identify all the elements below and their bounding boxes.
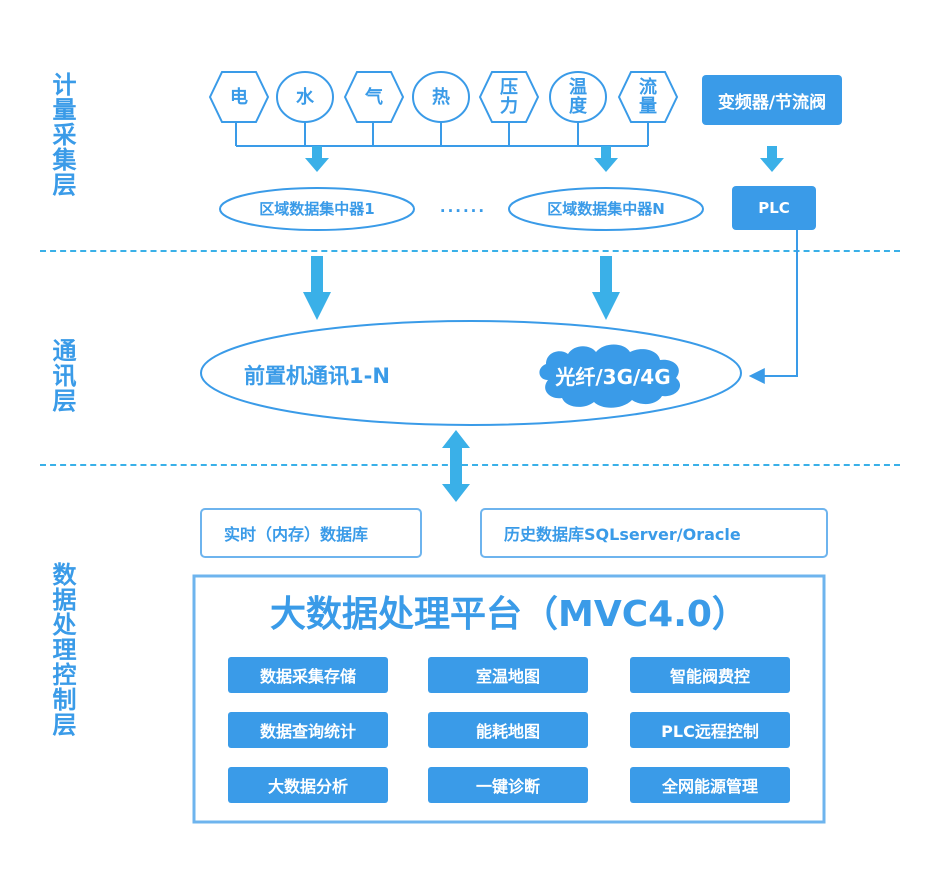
ellipsis-label: ...... <box>439 198 487 216</box>
layer-label-acquisition: 计量采集层 <box>48 72 76 197</box>
sensor-shape-electric <box>208 71 270 123</box>
plc-box: PLC <box>732 186 816 230</box>
inverter-box: 变频器/节流阀 <box>702 75 842 125</box>
realtime-db-box: 实时（内存）数据库 <box>200 508 422 558</box>
layer-label-processing: 数据处理控制层 <box>48 562 76 737</box>
down-arrow-icon <box>594 146 618 172</box>
frontend-label: 前置机通讯1-N <box>244 364 390 388</box>
platform-title: 大数据处理平台（MVC4.0） <box>270 594 748 635</box>
sensor-shape-pressure <box>478 71 540 123</box>
module-room-temp-map: 室温地图 <box>428 657 588 693</box>
layer-separator-top <box>40 250 900 252</box>
module-one-click-diagnosis: 一键诊断 <box>428 767 588 803</box>
module-smart-valve: 智能阀费控 <box>630 657 790 693</box>
cloud-label: 光纤/3G/4G <box>555 365 671 389</box>
layer-separator-bottom <box>40 464 900 466</box>
history-db-box: 历史数据库SQLserver/Oracle <box>480 508 828 558</box>
sensor-shape-gas <box>343 71 405 123</box>
module-data-query: 数据查询统计 <box>228 712 388 748</box>
concentrator-1-label: 区域数据集中器1 <box>259 200 375 218</box>
down-arrow-icon <box>760 146 784 172</box>
cloud-icon <box>539 344 681 408</box>
down-arrow-icon <box>592 256 620 320</box>
concentrator-n-shape <box>508 187 704 231</box>
sensor-temperature: 温 度 <box>569 77 587 117</box>
sensor-flow: 流 量 <box>639 77 657 117</box>
layer-label-communication: 通讯层 <box>48 338 76 413</box>
module-energy-map: 能耗地图 <box>428 712 588 748</box>
module-network-energy: 全网能源管理 <box>630 767 790 803</box>
platform-frame <box>192 574 826 824</box>
sensor-shape-flow <box>617 71 679 123</box>
down-arrow-icon <box>305 146 329 172</box>
sensor-gas: 气 <box>365 86 383 108</box>
sensor-heat: 热 <box>432 86 450 108</box>
concentrator-n-label: 区域数据集中器N <box>547 200 665 218</box>
sensor-water: 水 <box>296 86 314 108</box>
sensor-electric: 电 <box>230 86 248 108</box>
module-data-acquisition: 数据采集存储 <box>228 657 388 693</box>
double-arrow-icon <box>442 430 470 502</box>
sensor-pressure: 压 力 <box>500 77 518 117</box>
down-arrow-icon <box>303 256 331 320</box>
module-big-data-analysis: 大数据分析 <box>228 767 388 803</box>
concentrator-1-shape <box>219 187 415 231</box>
module-plc-remote: PLC远程控制 <box>630 712 790 748</box>
